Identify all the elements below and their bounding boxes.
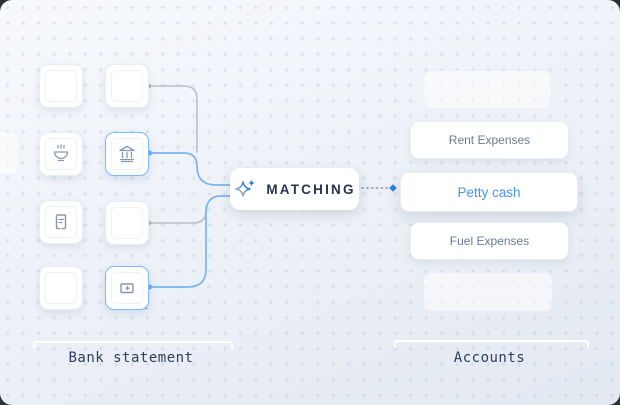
blank-card-face <box>111 207 143 239</box>
matching-node[interactable]: MATCHING <box>230 168 359 210</box>
wire-gray-row3 <box>148 206 207 224</box>
bank-statement-section-label: Bank statement <box>68 350 194 366</box>
account-label: Fuel Expenses <box>449 234 530 248</box>
blank-card-face <box>45 272 77 304</box>
match-diamond-marker <box>389 184 397 192</box>
bank-item-card[interactable] <box>105 201 149 245</box>
receipt-icon <box>55 214 67 230</box>
wire-blue-row2 <box>149 152 231 186</box>
card-face <box>111 272 143 304</box>
wire-gray-row1 <box>148 85 198 153</box>
blank-card-face <box>111 70 143 102</box>
blank-card-face <box>45 70 77 102</box>
coffee-cup-icon <box>53 144 69 162</box>
card-plus-icon <box>120 283 134 294</box>
sparkles-icon <box>235 179 256 197</box>
bank-item-card[interactable] <box>105 64 149 108</box>
bank-item-card-selected[interactable] <box>105 266 149 310</box>
card-face <box>45 206 77 238</box>
card-face <box>111 138 143 170</box>
accounts-bracket <box>394 340 589 348</box>
matching-label: MATCHING <box>266 181 356 197</box>
account-card-selected[interactable]: Petty cash <box>400 172 578 212</box>
card-face <box>45 138 77 170</box>
wire-blue-row4 <box>149 195 231 288</box>
accounts-section-label: Accounts <box>453 350 526 366</box>
account-card-faded[interactable] <box>423 272 553 312</box>
account-label: Rent Expenses <box>448 133 531 147</box>
account-card-faded[interactable] <box>423 70 552 109</box>
bank-item-card[interactable] <box>39 200 83 244</box>
bank-item-card-faded <box>0 131 20 175</box>
bank-item-card[interactable] <box>39 266 83 310</box>
bank-statement-bracket <box>33 341 233 349</box>
bank-item-card[interactable] <box>39 64 83 108</box>
account-label: Petty cash <box>457 184 521 200</box>
bank-item-card[interactable] <box>39 132 83 176</box>
bank-building-icon <box>119 145 135 163</box>
account-card[interactable]: Fuel Expenses <box>410 222 569 260</box>
account-card[interactable]: Rent Expenses <box>410 121 569 159</box>
bank-item-card-selected[interactable] <box>105 132 149 176</box>
